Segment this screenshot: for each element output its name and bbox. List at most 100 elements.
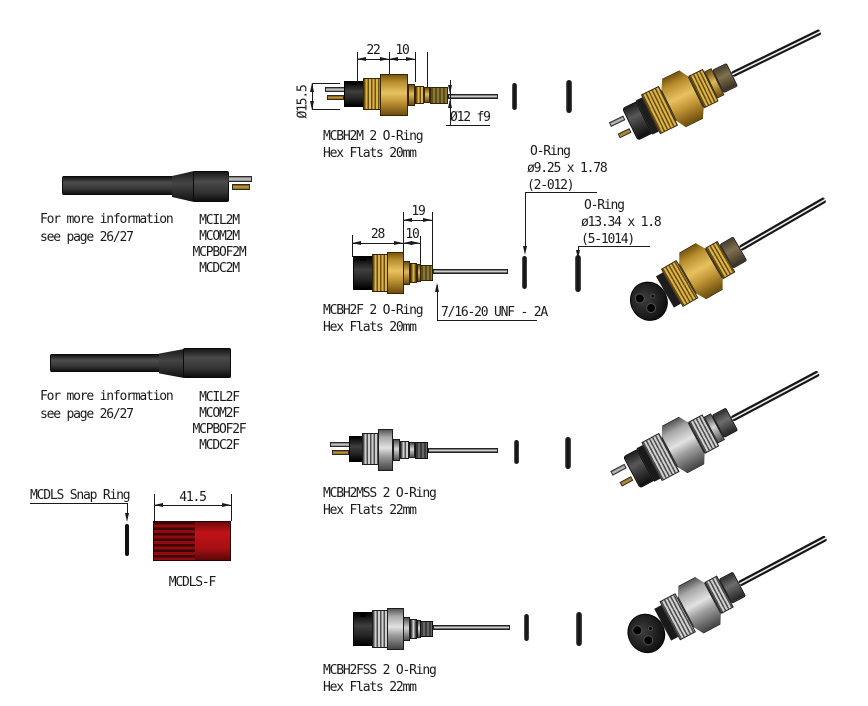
dimension-arrow (447, 85, 452, 94)
socket-hole (630, 623, 645, 638)
oring-large (575, 255, 581, 292)
thread-section (363, 78, 381, 110)
model-name: MCPBOF2F (192, 422, 246, 437)
snap-ring-label: MCDLS Snap Ring (30, 488, 131, 503)
wire (730, 28, 822, 78)
oring-large (565, 437, 571, 469)
dimension-arrow (222, 503, 231, 507)
thread-end-block (420, 621, 433, 637)
dimension-arrow (357, 57, 366, 61)
dimension-arrow (389, 57, 398, 61)
contact-pin-gray (228, 176, 252, 182)
extension-line (352, 235, 354, 257)
leader-arrow (124, 513, 129, 522)
oring-large (566, 80, 572, 113)
drawing-subtitle: Hex Flats 22mm (323, 680, 417, 695)
thread-end-block (420, 265, 433, 281)
oring-label-line3: (2-012) (527, 178, 575, 193)
keyway-notch (360, 256, 366, 261)
contact-pin-brass (327, 95, 344, 100)
dimension-arrow (403, 218, 412, 222)
model-list-male: MCIL2M MCOM2M MCPBOF2M MCDC2M (170, 214, 268, 276)
dimension-line (312, 83, 314, 110)
contact-pin-gray (610, 463, 627, 476)
dimension-arrow (403, 241, 412, 245)
info-text-line1: For more information (40, 389, 174, 404)
oring-small (524, 614, 529, 641)
socket-hole (647, 625, 654, 632)
oring-large (576, 612, 582, 646)
leader-arrow (575, 250, 580, 259)
contact-pin-brass (332, 450, 349, 455)
oring-label-line2: ø9.25 x 1.78 (527, 161, 608, 176)
render-3d-steel-female (618, 515, 838, 665)
dim-length-a: 28 (370, 227, 385, 242)
leader-underline (578, 246, 650, 248)
extension-line (389, 52, 391, 76)
extension-line (403, 212, 405, 257)
guide-pin-shaft (448, 94, 498, 99)
step-section (408, 84, 415, 106)
dimension-arrow (423, 218, 432, 222)
oring-label-line3: (5-1014) (581, 232, 635, 247)
model-name: MCIL2F (199, 390, 240, 405)
wire (730, 370, 820, 422)
keyway-notch (360, 612, 366, 617)
leader-underline (446, 125, 490, 127)
model-name: MCOM2F (199, 406, 240, 421)
hex-body (380, 74, 408, 116)
leader-arrow (522, 246, 527, 255)
oring-small (512, 83, 517, 110)
dimension-arrow (309, 83, 314, 92)
dimension-line (154, 505, 231, 507)
step-section (409, 442, 415, 458)
thread-section (362, 433, 379, 465)
dimension-arrow (154, 503, 163, 507)
snap-ring-knurled-section (153, 521, 196, 561)
socket-hole (632, 291, 647, 306)
leader-arrow (434, 283, 439, 292)
extension-line (154, 494, 156, 521)
dimension-arrow (447, 99, 452, 108)
thread-end-block (430, 87, 448, 104)
dim-length-a: 22 (366, 43, 380, 58)
drawing-title: MCBH2MSS 2 O-Ring (323, 486, 437, 501)
step-section (403, 617, 410, 641)
cable-taper (159, 349, 184, 378)
oring-groove-section (410, 619, 417, 639)
leader-line (437, 285, 439, 320)
dimension-arrow (406, 57, 415, 61)
dimension-arrow (309, 101, 314, 110)
contact-pin-brass (232, 184, 250, 190)
drawing-title: MCBH2F 2 O-Ring (323, 303, 424, 318)
socket-hole (644, 301, 658, 315)
wire (738, 196, 827, 252)
oring-label-line1: O-Ring (530, 144, 571, 159)
cable-taper (172, 171, 194, 202)
info-text-line2: see page 26/27 (40, 230, 134, 245)
snap-ring-part (125, 524, 129, 556)
cable-tube (62, 176, 173, 195)
model-name: MCDC2M (199, 261, 240, 276)
step-section (393, 439, 400, 461)
drawing-subtitle: Hex Flats 20mm (323, 320, 417, 335)
dimension-line (352, 243, 420, 245)
model-name: MCPBOF2M (192, 245, 246, 260)
keyway-notch (352, 81, 357, 85)
guide-pin-shaft (433, 625, 510, 630)
drawing-subtitle: Hex Flats 22mm (323, 503, 417, 518)
leader-line (578, 246, 580, 252)
model-name: MCOM2M (199, 229, 240, 244)
connector-rear-body (353, 612, 373, 646)
model-name: MCDC2F (199, 438, 240, 453)
extension-line (312, 83, 340, 85)
dimension-line (403, 220, 432, 222)
guide-pin-shaft (428, 448, 498, 453)
thread-end-block (415, 442, 428, 459)
step-section (424, 87, 430, 103)
contact-pin-brass (617, 128, 632, 139)
thread-section (372, 610, 388, 648)
leader-underline (437, 320, 537, 322)
dimension-arrow (411, 241, 420, 245)
step-section (403, 261, 410, 285)
